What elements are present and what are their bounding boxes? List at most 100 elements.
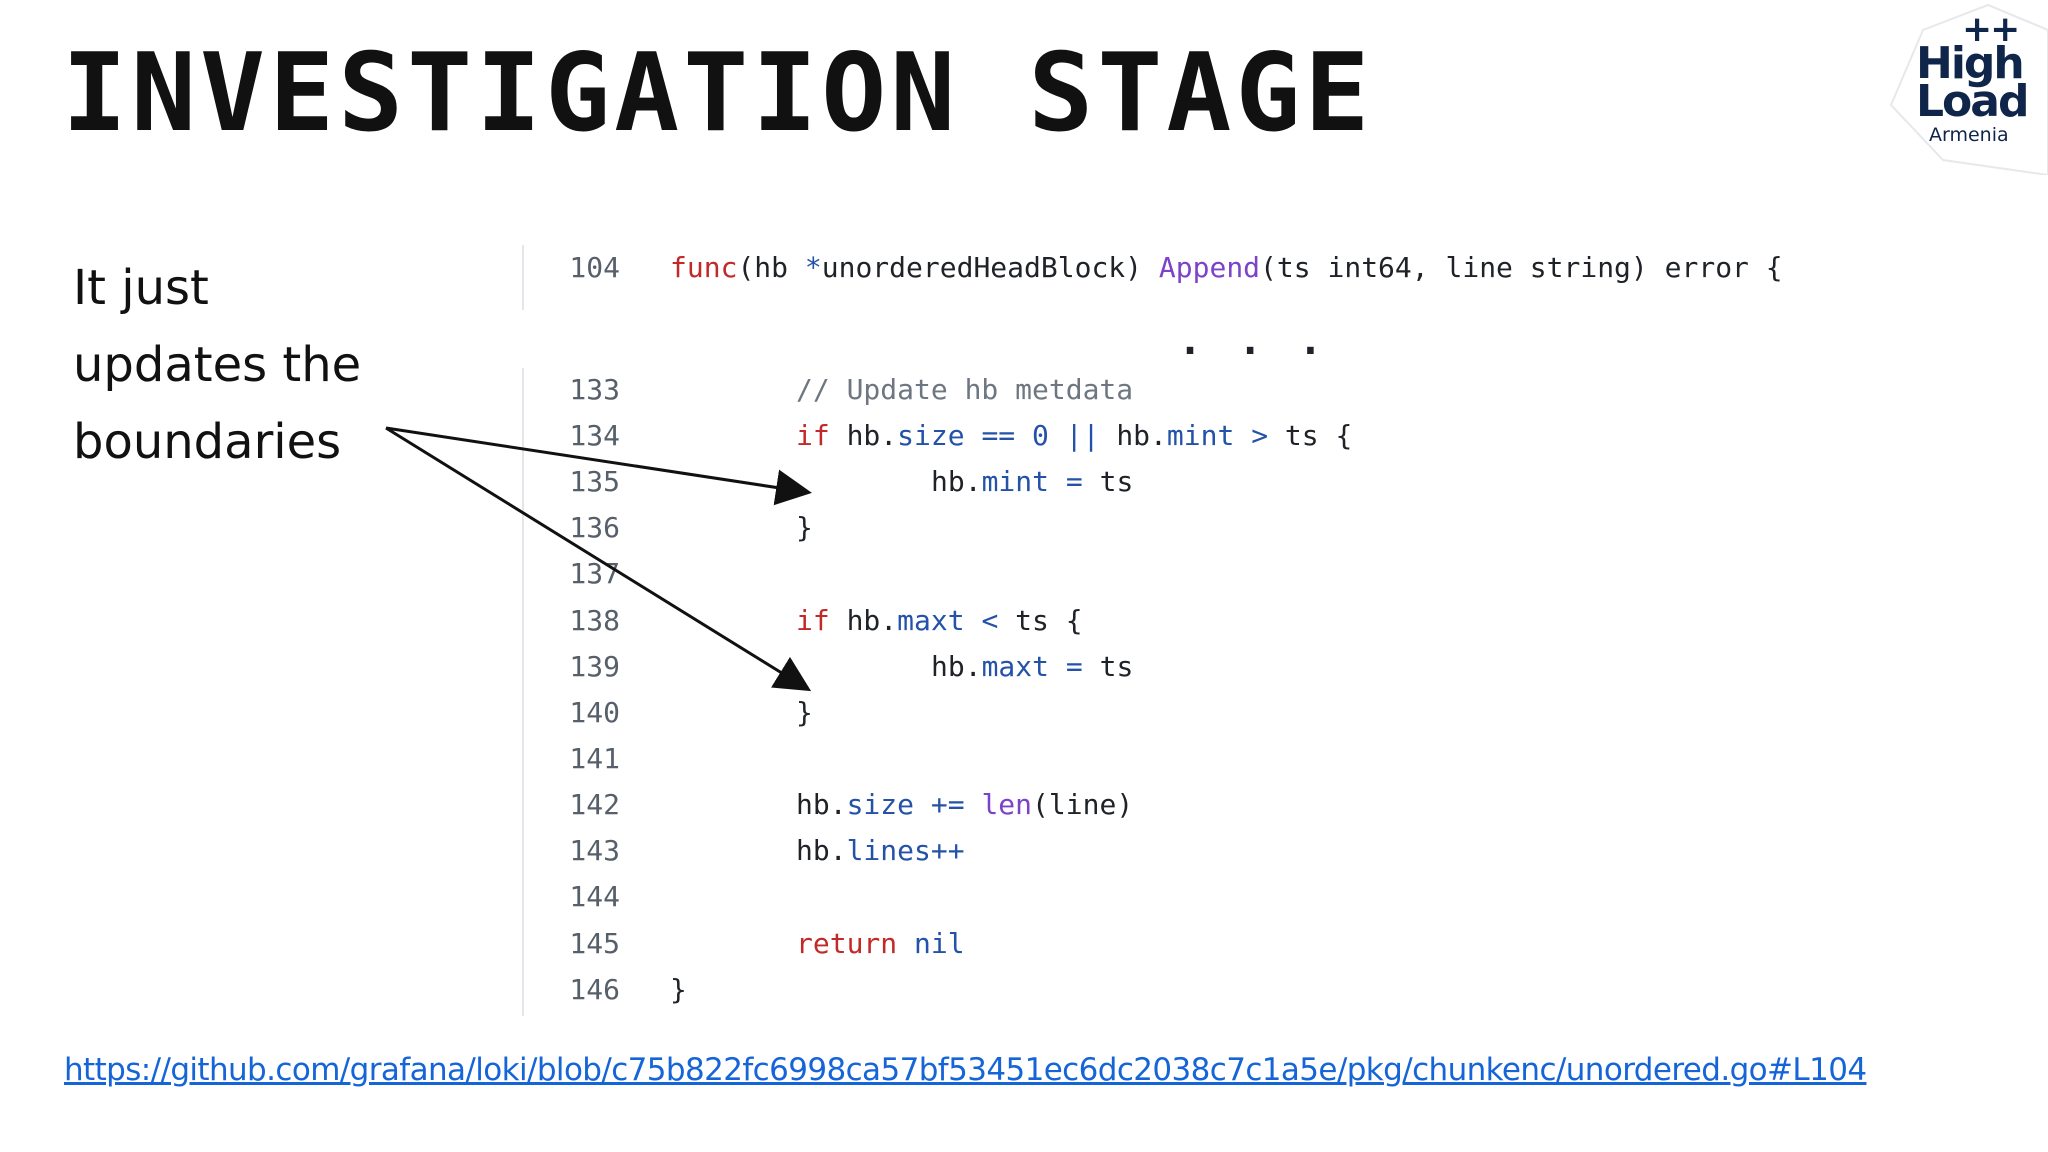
code-line: 140} bbox=[520, 690, 1980, 736]
code-token: len bbox=[981, 788, 1033, 821]
code-text: } bbox=[796, 690, 813, 736]
line-number: 141 bbox=[569, 742, 620, 775]
code-text: } bbox=[796, 505, 813, 551]
code-token: func bbox=[670, 251, 738, 284]
line-number: 145 bbox=[569, 927, 620, 960]
code-line: 144 bbox=[520, 874, 1980, 920]
code-line: 141 bbox=[520, 736, 1980, 782]
line-number: 138 bbox=[569, 604, 620, 637]
code-token: size bbox=[846, 788, 915, 821]
code-token bbox=[965, 788, 982, 821]
code-gutter-divider bbox=[522, 368, 524, 1016]
code-token: lines++ bbox=[846, 834, 965, 867]
code-token: return bbox=[796, 927, 898, 960]
code-token: } bbox=[670, 973, 687, 1006]
code-token: hb. bbox=[796, 788, 847, 821]
code-token: ts bbox=[1082, 465, 1134, 498]
line-number: 136 bbox=[569, 511, 620, 544]
code-token bbox=[1049, 465, 1066, 498]
code-text: return nil bbox=[796, 921, 965, 967]
line-number: 139 bbox=[569, 650, 620, 683]
code-token: += bbox=[930, 788, 965, 821]
code-gutter-divider bbox=[522, 245, 524, 310]
code-token: (line) bbox=[1032, 788, 1134, 821]
side-note-line: updates the bbox=[73, 337, 362, 393]
code-line: 139 hb.maxt = ts bbox=[520, 644, 1980, 690]
code-token: hb. bbox=[931, 465, 982, 498]
code-line: 137 bbox=[520, 551, 1980, 597]
code-line: 143 hb.lines++ bbox=[520, 828, 1980, 874]
code-line: 146} bbox=[520, 967, 1980, 1013]
code-token: hb. bbox=[829, 604, 898, 637]
line-number: 146 bbox=[569, 973, 620, 1006]
slide-title: INVESTIGATION STAGE bbox=[62, 31, 1374, 156]
code-token: > bbox=[1251, 419, 1269, 452]
code-token: = bbox=[1065, 465, 1083, 498]
code-token: ts { bbox=[1268, 419, 1353, 452]
code-token: hb. bbox=[796, 834, 847, 867]
code-token: ts { bbox=[998, 604, 1083, 637]
code-token: unorderedHeadBlock) bbox=[821, 251, 1159, 284]
code-token bbox=[1049, 419, 1066, 452]
side-note-line: It just bbox=[73, 260, 209, 316]
code-token bbox=[1049, 650, 1066, 683]
code-token: maxt bbox=[981, 650, 1050, 683]
code-token: == bbox=[981, 419, 1016, 452]
code-token: (ts int64, line string) error { bbox=[1260, 251, 1783, 284]
code-text: hb.maxt = ts bbox=[931, 644, 1133, 690]
code-token bbox=[1234, 419, 1251, 452]
line-number: 142 bbox=[569, 788, 620, 821]
code-line: 145 return nil bbox=[520, 921, 1980, 967]
line-number: 140 bbox=[569, 696, 620, 729]
line-number: 143 bbox=[569, 834, 620, 867]
code-text: // Update hb metdata bbox=[796, 367, 1133, 413]
code-token: 0 bbox=[1032, 419, 1049, 452]
code-token bbox=[1015, 419, 1032, 452]
code-token: || bbox=[1065, 419, 1100, 452]
code-token bbox=[965, 419, 982, 452]
code-token: } bbox=[796, 696, 813, 729]
code-token: = bbox=[1065, 650, 1083, 683]
side-note-line: boundaries bbox=[73, 414, 342, 470]
code-line: 133// Update hb metdata bbox=[520, 367, 1980, 413]
line-number: 144 bbox=[569, 880, 620, 913]
logo-word-high: High bbox=[1916, 38, 2025, 89]
side-note: It just updates the boundaries bbox=[73, 250, 361, 481]
code-token: size bbox=[897, 419, 965, 452]
code-text: if hb.maxt < ts { bbox=[796, 598, 1083, 644]
code-token bbox=[965, 604, 982, 637]
code-text: hb.mint = ts bbox=[931, 459, 1133, 505]
code-token: hb. bbox=[829, 419, 898, 452]
code-line: 136} bbox=[520, 505, 1980, 551]
code-token: Append bbox=[1158, 251, 1261, 284]
code-token: mint bbox=[1166, 419, 1235, 452]
code-token bbox=[914, 788, 931, 821]
code-token: mint bbox=[981, 465, 1050, 498]
code-text: hb.size += len(line) bbox=[796, 782, 1133, 828]
logo-subtitle: Armenia bbox=[1929, 124, 2009, 146]
line-number: 104 bbox=[569, 251, 620, 284]
code-ellipsis: . . . bbox=[1178, 318, 1329, 364]
logo-plus: ++ bbox=[1962, 9, 2020, 50]
code-token: (hb bbox=[737, 251, 805, 284]
code-text: if hb.size == 0 || hb.mint > ts { bbox=[796, 413, 1352, 459]
code-token: * bbox=[804, 251, 822, 284]
code-text: func(hb *unorderedHeadBlock) Append(ts i… bbox=[670, 245, 1783, 291]
code-token: ts bbox=[1082, 650, 1134, 683]
code-token bbox=[897, 927, 914, 960]
code-token: hb. bbox=[1099, 419, 1167, 452]
code-snippet: 104 func(hb *unorderedHeadBlock) Append(t… bbox=[520, 245, 1980, 1025]
code-line: 138 if hb.maxt < ts { bbox=[520, 598, 1980, 644]
code-token: if bbox=[796, 419, 830, 452]
code-token: maxt bbox=[897, 604, 965, 637]
code-token: hb. bbox=[931, 650, 982, 683]
code-token: nil bbox=[914, 927, 965, 960]
line-number: 134 bbox=[569, 419, 620, 452]
code-line: 142 hb.size += len(line) bbox=[520, 782, 1980, 828]
line-number: 137 bbox=[569, 557, 620, 590]
logo-word-load: Load bbox=[1916, 76, 2029, 127]
code-token: } bbox=[796, 511, 813, 544]
source-link[interactable]: https://github.com/grafana/loki/blob/c75… bbox=[64, 1052, 1867, 1088]
